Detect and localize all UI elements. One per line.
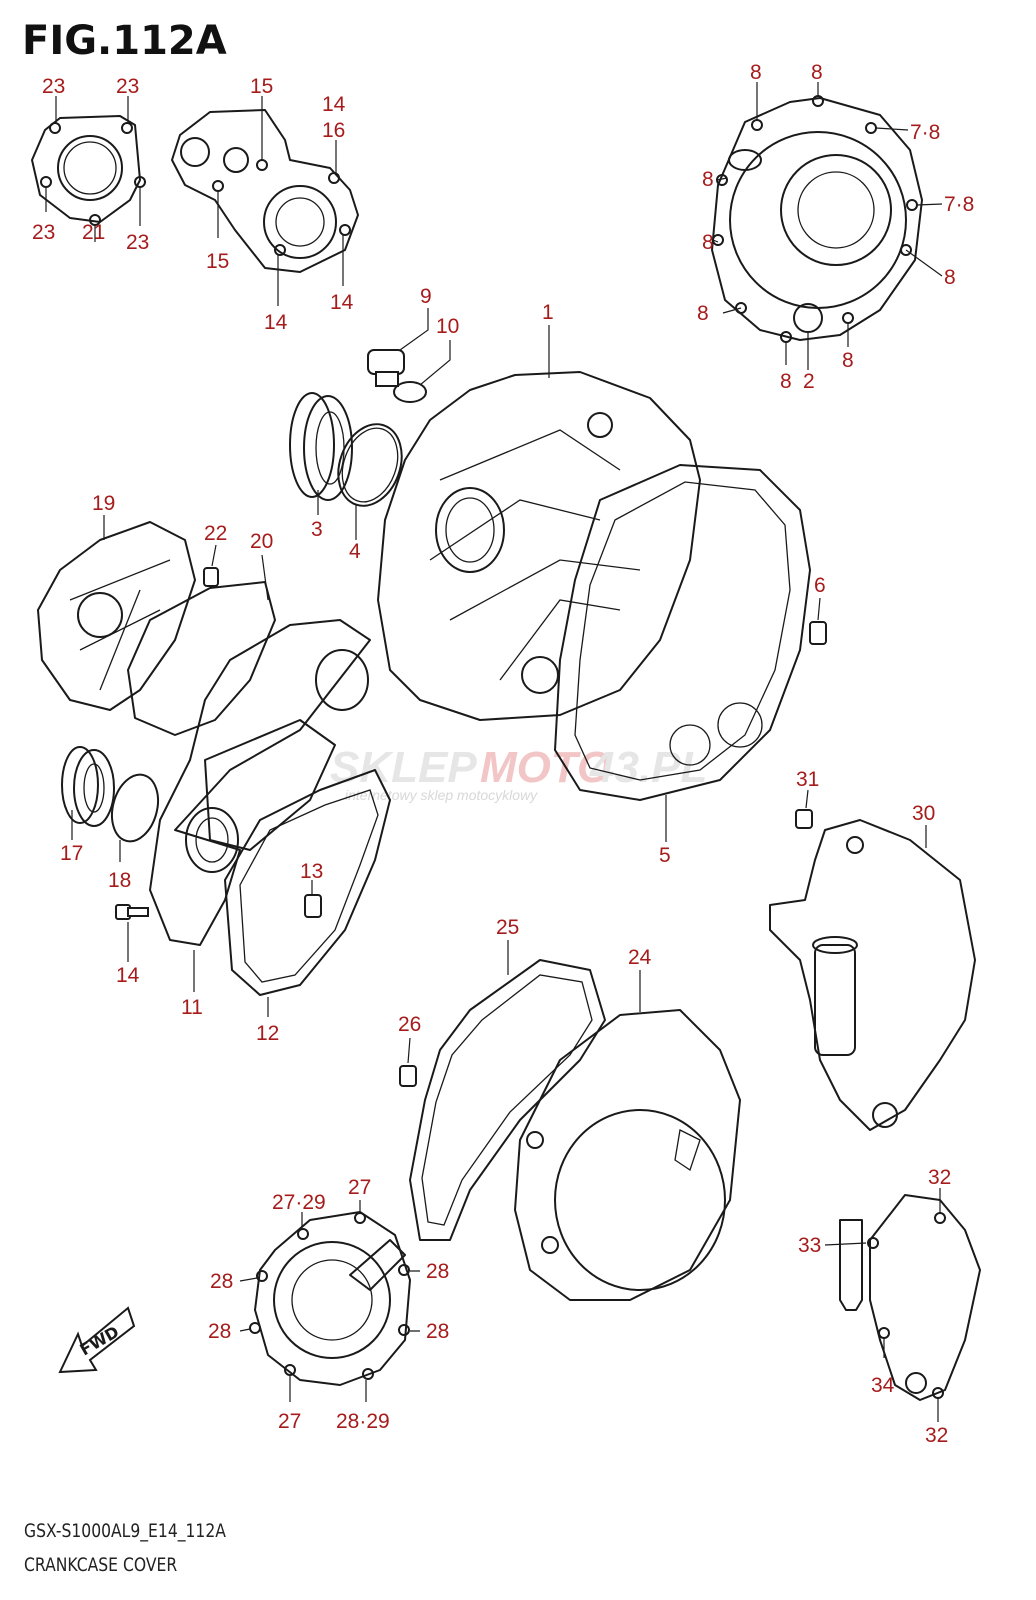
callout-8: 8 <box>750 61 762 84</box>
part-26-dowel[interactable] <box>399 1065 417 1087</box>
callout-8: 8 <box>702 231 714 254</box>
watermark: SKLEP MOTO 43.PL internetowy sklep motoc… <box>330 743 707 803</box>
callout-14: 14 <box>322 93 346 116</box>
part-27-cover[interactable] <box>249 1211 411 1386</box>
callout-19: 19 <box>92 492 115 515</box>
callout-10: 10 <box>436 315 459 338</box>
part-6-dowel[interactable] <box>809 621 827 645</box>
callout-28: 28 <box>210 1270 233 1293</box>
part-10-o-ring[interactable] <box>393 381 427 403</box>
callout-33: 33 <box>798 1234 821 1257</box>
part-32-cover[interactable] <box>867 1194 981 1401</box>
callout-18: 18 <box>108 869 131 892</box>
callout-27: 27 <box>278 1410 301 1433</box>
part-2-cover[interactable] <box>711 95 923 343</box>
callout-14: 14 <box>330 291 354 314</box>
callout-28: 28 <box>426 1320 449 1343</box>
part-14-bolt[interactable] <box>115 904 149 920</box>
part-25-gasket[interactable] <box>409 959 606 1241</box>
part-3-oil-seal[interactable] <box>289 392 353 501</box>
part-17-oil-seal[interactable] <box>61 746 115 827</box>
callout-3: 3 <box>311 518 323 541</box>
part-24-cover[interactable] <box>514 1009 741 1301</box>
callout-23: 23 <box>116 75 139 98</box>
callout-2: 2 <box>803 370 815 393</box>
callout-28: 28 <box>208 1320 231 1343</box>
part-11-cover[interactable] <box>149 619 371 946</box>
watermark-subtitle: internetowy sklep motocyklowy <box>345 787 538 803</box>
watermark-text-c: 43.PL <box>589 743 707 792</box>
callout-15: 15 <box>250 75 273 98</box>
callout-34: 34 <box>871 1374 895 1397</box>
callout-28-29: 28·29 <box>336 1410 390 1433</box>
callout-8: 8 <box>780 370 792 393</box>
callout-32: 32 <box>925 1424 948 1447</box>
callout-14: 14 <box>116 964 140 987</box>
part-9-plug[interactable] <box>367 349 405 387</box>
part-13-dowel[interactable] <box>304 894 322 918</box>
callout-27: 27 <box>348 1176 371 1199</box>
callout-27-29: 27·29 <box>272 1191 326 1214</box>
callout-8: 8 <box>697 302 709 325</box>
callout-5: 5 <box>659 844 671 867</box>
callout-13: 13 <box>300 860 323 883</box>
callout-23: 23 <box>32 221 55 244</box>
callout-8: 8 <box>702 168 714 191</box>
callout-31: 31 <box>796 768 819 791</box>
part-22-dowel[interactable] <box>203 567 219 587</box>
callout-1: 1 <box>542 301 554 324</box>
part-20-gasket[interactable] <box>127 581 276 736</box>
callout-20: 20 <box>250 530 273 553</box>
callout-26: 26 <box>398 1013 421 1036</box>
callout-9: 9 <box>420 285 432 308</box>
part-12-gasket[interactable] <box>224 769 391 996</box>
section-name: CRANKCASE COVER <box>24 1554 178 1576</box>
watermark-text-a: SKLEP <box>330 743 477 792</box>
callout-8: 8 <box>944 266 956 289</box>
callout-28: 28 <box>426 1260 449 1283</box>
part-30-cover[interactable] <box>769 819 976 1131</box>
part-31-dowel[interactable] <box>795 809 813 829</box>
callout-32: 32 <box>928 1166 951 1189</box>
callout-24: 24 <box>628 946 652 969</box>
callout-14: 14 <box>264 311 288 334</box>
part-4-o-ring[interactable] <box>327 415 412 514</box>
part-19-cover[interactable] <box>37 521 196 711</box>
callout-23: 23 <box>126 231 149 254</box>
callout-7-8: 7·8 <box>944 193 974 216</box>
callout-22: 22 <box>204 522 227 545</box>
fwd-arrow-icon: FWD <box>58 1306 136 1374</box>
part-18-o-ring[interactable] <box>105 769 165 846</box>
callout-17: 17 <box>60 842 83 865</box>
callout-4: 4 <box>349 540 361 563</box>
callout-23: 23 <box>42 75 65 98</box>
part-5-gasket[interactable] <box>554 464 811 801</box>
callout-7-8: 7·8 <box>910 121 940 144</box>
model-code: GSX-S1000AL9_E14_112A <box>24 1520 226 1542</box>
callout-30: 30 <box>912 802 935 825</box>
callout-15: 15 <box>206 250 229 273</box>
callout-21: 21 <box>82 221 105 244</box>
callout-25: 25 <box>496 916 519 939</box>
part-1-crankcase-cover[interactable] <box>377 371 701 721</box>
part-33-sensor[interactable] <box>839 1219 863 1311</box>
figure-title: FIG.112A <box>22 18 227 64</box>
callout-labels: 23 23 23 23 21 15 15 14 16 14 14 8 8 7·8… <box>32 61 974 1447</box>
leader-lines <box>45 82 943 1422</box>
callout-8: 8 <box>842 349 854 372</box>
part-16-cover[interactable] <box>171 109 359 273</box>
callout-12: 12 <box>256 1022 279 1045</box>
callout-6: 6 <box>814 574 826 597</box>
callout-11: 11 <box>181 996 203 1019</box>
callout-16: 16 <box>322 119 345 142</box>
callout-8: 8 <box>811 61 823 84</box>
part-21-cover[interactable] <box>31 115 146 226</box>
